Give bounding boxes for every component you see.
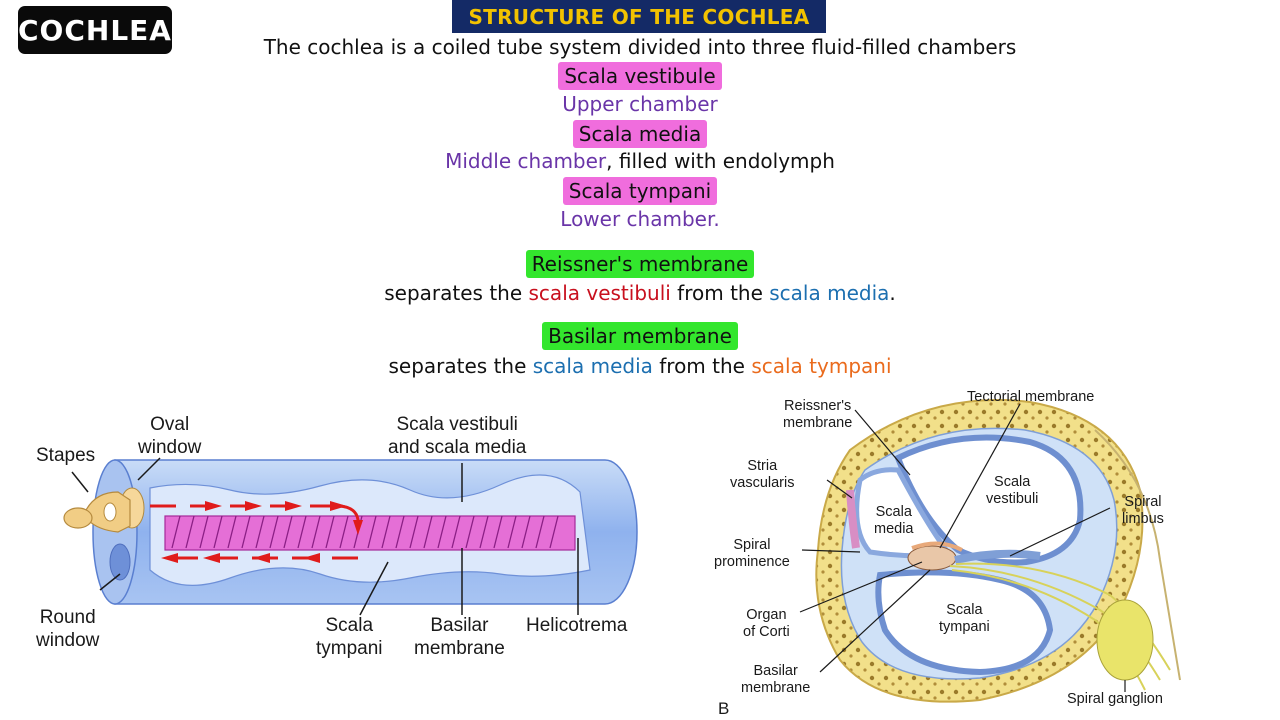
label-oc-line2: of Corti [743,624,790,640]
label-sp-line2: prominence [714,554,790,570]
stria-vascularis [846,489,860,549]
label-sm-line1: Scala [875,504,912,520]
left-leader-lines [71,457,579,616]
label-svm-line1: Scala vestibuli [396,414,518,435]
label-bmr-line2: membrane [741,680,811,696]
membrane-1-text-c: . [889,281,896,305]
right-leader-lines [799,403,1126,692]
round-window [109,543,131,581]
label-oval-window-line1: Oval [150,414,190,435]
label-helicotrema: Helicotrema [526,615,628,636]
membrane-2-text-a: separates the [388,354,533,378]
scala-tympani-region [875,569,1054,676]
label-bm-line1: Basilar [430,615,489,636]
chamber-2-desc: Middle chamber [445,149,607,173]
label-spiral-limbus: Spiral limbus [1122,494,1164,528]
label-scala-vestibuli-media: Scala vestibuli and scala media [388,413,526,459]
label-round-window-line1: Round [39,607,96,628]
chamber-3-name-row: Scala tympani [0,177,1280,205]
label-st-line2: tympani [316,638,383,659]
label-svm-line2: and scala media [388,437,527,458]
label-stria-vascularis: Stria vascularis [730,458,794,492]
membrane-1-name-row: Reissner's membrane [0,250,1280,278]
label-rm-line2: membrane [783,415,853,431]
chamber-2-desc-row: Middle chamber, filled with endolymph [0,148,1280,174]
label-stapes: Stapes [36,445,96,466]
label-scala-tympani-left: Scala tympani [316,614,383,660]
page-title: STRUCTURE OF THE COCHLEA [452,0,826,33]
chamber-2-desc-extra: , filled with endolymph [606,149,835,173]
label-str-line1: Scala [946,602,983,618]
label-oval-window: Oval window [138,413,201,459]
membrane-2-term-1: scala media [532,354,653,378]
uncoiled-cochlea-diagram [63,457,638,616]
membrane-2-term-2: scala tympani [751,354,892,378]
chamber-1-name-row: Scala vestibule [0,62,1280,90]
label-sv-line1: Stria [747,458,778,474]
stapes-bone [63,491,131,533]
label-organ-of-corti: Organ of Corti [743,607,790,641]
label-st-line1: Scala [325,615,374,636]
label-bmr-line1: Basilar [753,663,798,679]
label-reissners-membrane: Reissner's membrane [783,398,852,432]
membrane-1-desc: separates the scala vestibuli from the s… [0,280,1280,306]
label-sl-line1: Spiral [1124,494,1162,510]
organ-of-corti [907,545,957,571]
basilar-membrane-strip [164,515,576,551]
scala-vestibuli-region [894,434,1084,566]
label-tectorial-membrane: Tectorial membrane [967,389,1095,405]
panel-letter-b: B [718,699,730,718]
label-rm-line1: Reissner's [784,398,852,414]
spiral-ganglion-shape [1096,599,1154,681]
label-bm-line2: membrane [414,638,505,659]
membrane-1-name: Reissner's membrane [525,250,755,278]
chamber-3-desc: Lower chamber. [560,207,720,231]
label-round-window-line2: window [36,630,100,651]
chamber-2-name: Scala media [572,120,708,148]
label-spiral-ganglion: Spiral ganglion [1067,691,1163,707]
membrane-1-term-1: scala vestibuli [528,281,671,305]
membrane-1-text-b: from the [670,281,770,305]
label-svr-line1: Scala [994,474,1031,490]
membrane-1-term-2: scala media [769,281,890,305]
label-spiral-prominence: Spiral prominence [714,537,790,571]
spiral-limbus [954,549,1041,564]
membrane-2-desc: separates the scala media from the scala… [0,353,1280,379]
label-sp-line1: Spiral [733,537,771,553]
chamber-1-name: Scala vestibule [558,62,722,90]
basilar-fibers [171,515,559,549]
chamber-1-desc: Upper chamber [562,92,718,116]
label-scala-tympani-right: Scala tympani [939,602,990,636]
label-round-window: Round window [36,606,99,652]
membrane-2-text-b: from the [652,354,752,378]
membrane-1-text-a: separates the [384,281,529,305]
chamber-3-name: Scala tympani [562,177,718,205]
label-sl-line2: limbus [1122,511,1164,527]
label-sm-line2: media [874,521,914,537]
label-oc-line1: Organ [746,607,787,623]
cochlea-badge: COCHLEA [18,6,172,54]
tectorial-membrane-shape [911,541,963,552]
chamber-2-name-row: Scala media [0,120,1280,148]
label-scala-media-right: Scala media [874,504,914,538]
label-str-line2: tympani [939,619,990,635]
intro-text: The cochlea is a coiled tube system divi… [263,35,1017,59]
wave-arrows [150,501,363,563]
label-basilar-membrane-left: Basilar membrane [414,614,505,660]
membrane-2-name-row: Basilar membrane [0,322,1280,350]
label-sv-line2: vascularis [730,475,795,491]
cochlea-cross-section-diagram [799,399,1181,703]
label-svr-line2: vestibuli [986,491,1039,507]
label-basilar-membrane-right: Basilar membrane [741,663,810,697]
label-scala-vestibuli-right: Scala vestibuli [986,474,1038,508]
label-oval-window-line2: window [138,437,202,458]
membrane-2-name: Basilar membrane [542,322,738,350]
